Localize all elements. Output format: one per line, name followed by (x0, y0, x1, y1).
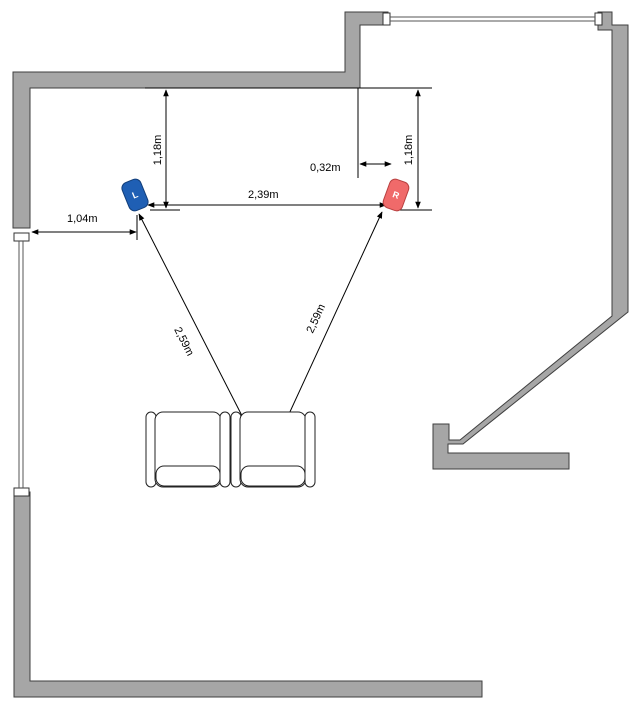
label-left-front-depth: 1,18m (152, 135, 164, 166)
extension-lines (136, 87, 432, 240)
window-left-bottom-post (13, 487, 30, 497)
wall-right (432, 11, 629, 470)
speaker-left-body (121, 178, 149, 212)
window-top-left-post (382, 12, 391, 26)
armchair-left-arm-right (219, 411, 231, 488)
speaker-left-label: L (131, 189, 140, 201)
window-left-top-post (13, 232, 30, 242)
walls (12, 11, 629, 698)
speaker-left[interactable]: L (120, 177, 150, 212)
label-left-side-offset: 1,04m (67, 213, 98, 225)
speaker-right-body (382, 178, 410, 212)
wall-top-left (12, 11, 389, 229)
speaker-right[interactable]: R (381, 177, 410, 212)
armchair-right (230, 411, 316, 488)
wall-bottom-left (13, 491, 483, 698)
window-top-right-post (594, 12, 603, 26)
armchair-left (145, 411, 231, 488)
armchair-left-seat (155, 465, 221, 487)
label-speaker-spacing: 2,39m (248, 189, 279, 201)
window-left (13, 232, 30, 497)
speaker-right-label: R (391, 189, 401, 201)
armchair-right-seat (240, 465, 306, 487)
label-right-side-offset: 0,32m (310, 162, 341, 174)
label-left-listening-distance: 2,59m (171, 325, 196, 358)
label-right-listening-distance: 2,59m (304, 302, 328, 335)
window-top (382, 12, 603, 26)
armchair-right-arm-right (304, 411, 316, 488)
label-right-front-depth: 1,18m (403, 135, 415, 166)
dimension-arrows (31, 89, 421, 463)
sofa[interactable] (145, 411, 316, 488)
dimension-labels: 1,18m 1,18m 0,32m 1,04m 2,39m 2,59m 2,59… (67, 135, 415, 358)
